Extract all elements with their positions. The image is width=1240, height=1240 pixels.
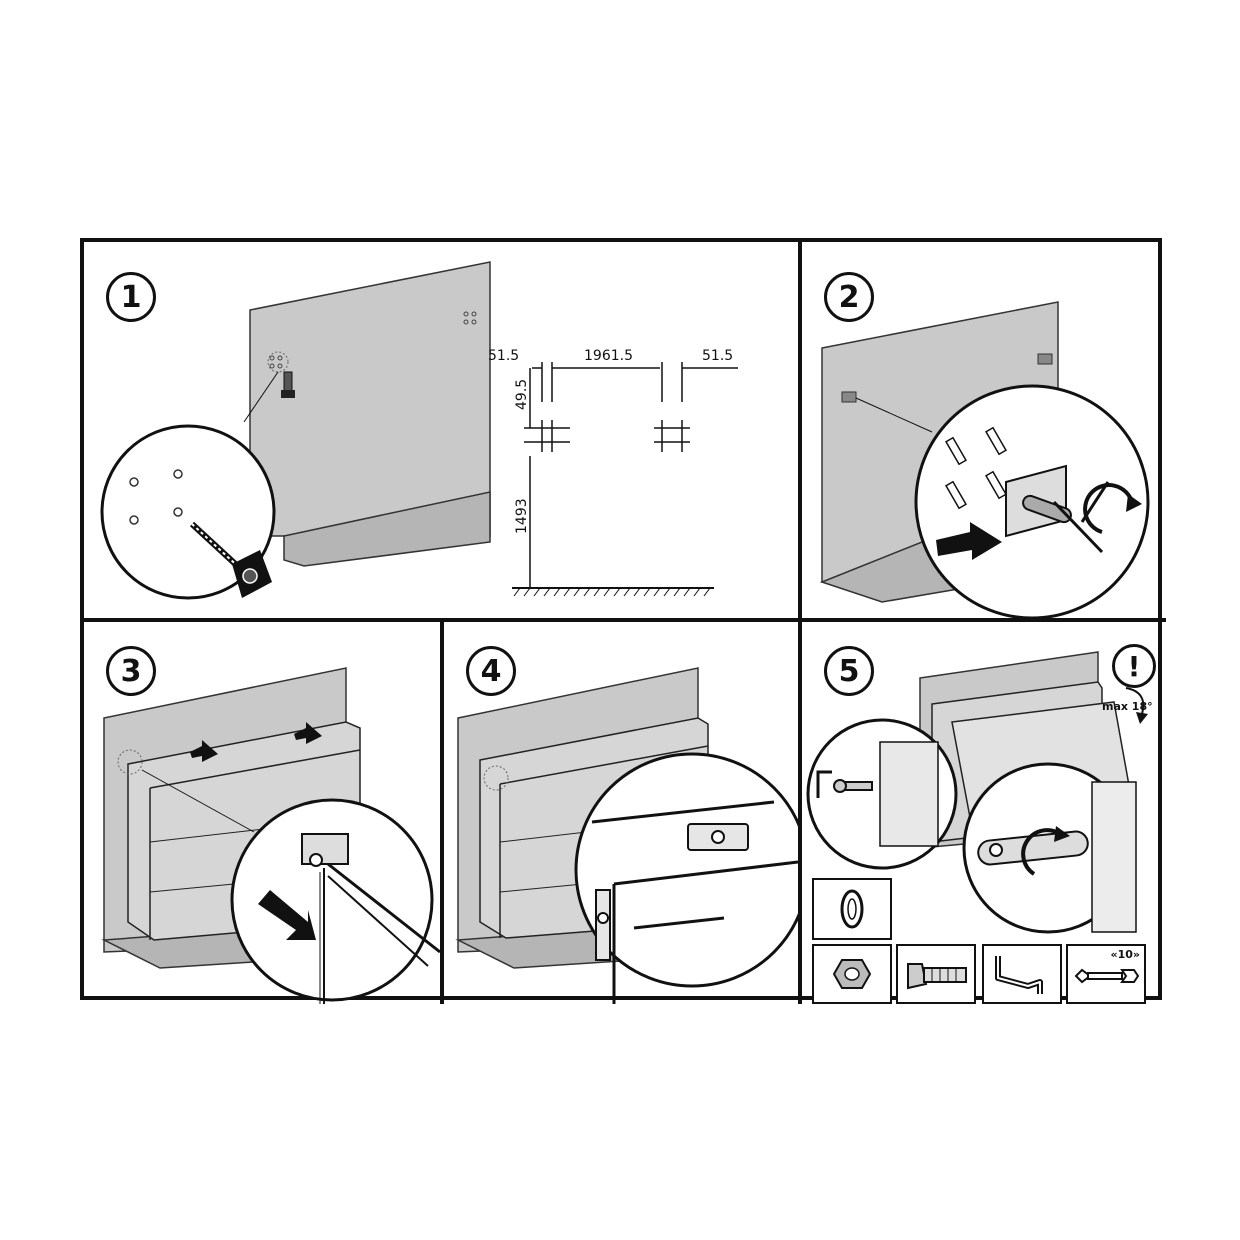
step-3-panel: 3	[84, 622, 440, 1004]
floor-hatch	[513, 587, 711, 597]
hardware-bolt	[896, 944, 976, 1004]
push-arrow-icon	[936, 522, 1002, 560]
push-arrow-icon	[258, 890, 316, 940]
step-4-panel: 4	[444, 622, 798, 1004]
dim-left-offset: 51.5	[488, 348, 519, 364]
instruction-sheet: 1	[80, 238, 1166, 1004]
dim-span: 1961.5	[584, 348, 633, 364]
step-1-illustration: 51.5 1961.5 51.5 49.5 1493	[100, 261, 738, 600]
zoom-circle	[574, 752, 798, 988]
wrench-icon	[1074, 968, 1140, 984]
push-arrow-icon	[294, 722, 322, 744]
bolt-icon	[833, 779, 873, 793]
step-2-panel: 2	[802, 242, 1166, 618]
zoom-circle	[100, 424, 276, 600]
washer-icon	[840, 889, 864, 929]
floor-panel	[283, 491, 491, 567]
step-3-illustration	[101, 667, 440, 1004]
step-number: 3	[106, 646, 156, 696]
hardware-washer	[812, 878, 892, 940]
dimension-drawing	[512, 362, 738, 589]
wrench-size-label: «10»	[1110, 948, 1140, 961]
divider	[798, 242, 802, 618]
hardware-allen-key	[982, 944, 1062, 1004]
hardware-wrench: «10»	[1066, 944, 1146, 1004]
bracket-icon	[1005, 464, 1072, 538]
divider	[84, 618, 1166, 622]
step-number: 2	[824, 272, 874, 322]
step-2-illustration	[819, 301, 1150, 618]
zoom-circle	[230, 798, 434, 1002]
dim-height-from-floor: 1493	[514, 498, 530, 534]
step-1-panel: 1	[84, 242, 798, 618]
dim-vertical-gap: 49.5	[514, 379, 530, 410]
bracket-icon	[841, 353, 1053, 403]
bracket-icon	[595, 823, 749, 961]
wall-panel	[249, 261, 491, 537]
step-5-panel: 5 ! max 18°	[802, 622, 1166, 1004]
push-arrow-icon	[190, 740, 218, 762]
step-number: 4	[466, 646, 516, 696]
step-5-illustration	[806, 651, 1148, 934]
allen-key-icon	[995, 956, 1043, 994]
rotate-arrow-icon	[1083, 483, 1134, 534]
drill-bit-icon	[189, 521, 272, 598]
step-number: 1	[106, 272, 156, 322]
hardware-nut	[812, 944, 892, 1004]
wall-plug-icon	[945, 426, 1007, 510]
divider	[440, 620, 444, 1004]
bracket-icon	[301, 833, 349, 867]
bolt-icon	[907, 963, 967, 990]
step-4-illustration	[455, 667, 798, 1004]
warning-icon: !	[1112, 644, 1156, 688]
dim-right-offset: 51.5	[702, 348, 733, 364]
rotate-arrow-icon	[1021, 828, 1062, 876]
hole-marks	[269, 311, 477, 369]
tilt-angle-label: max 18°	[1102, 700, 1153, 713]
divider	[798, 620, 802, 1004]
drill-icon	[281, 371, 295, 398]
step-number: 5	[824, 646, 874, 696]
allen-key-icon	[816, 770, 832, 798]
tilt-arrow-icon	[1125, 687, 1145, 715]
bracket-icon	[977, 830, 1089, 866]
